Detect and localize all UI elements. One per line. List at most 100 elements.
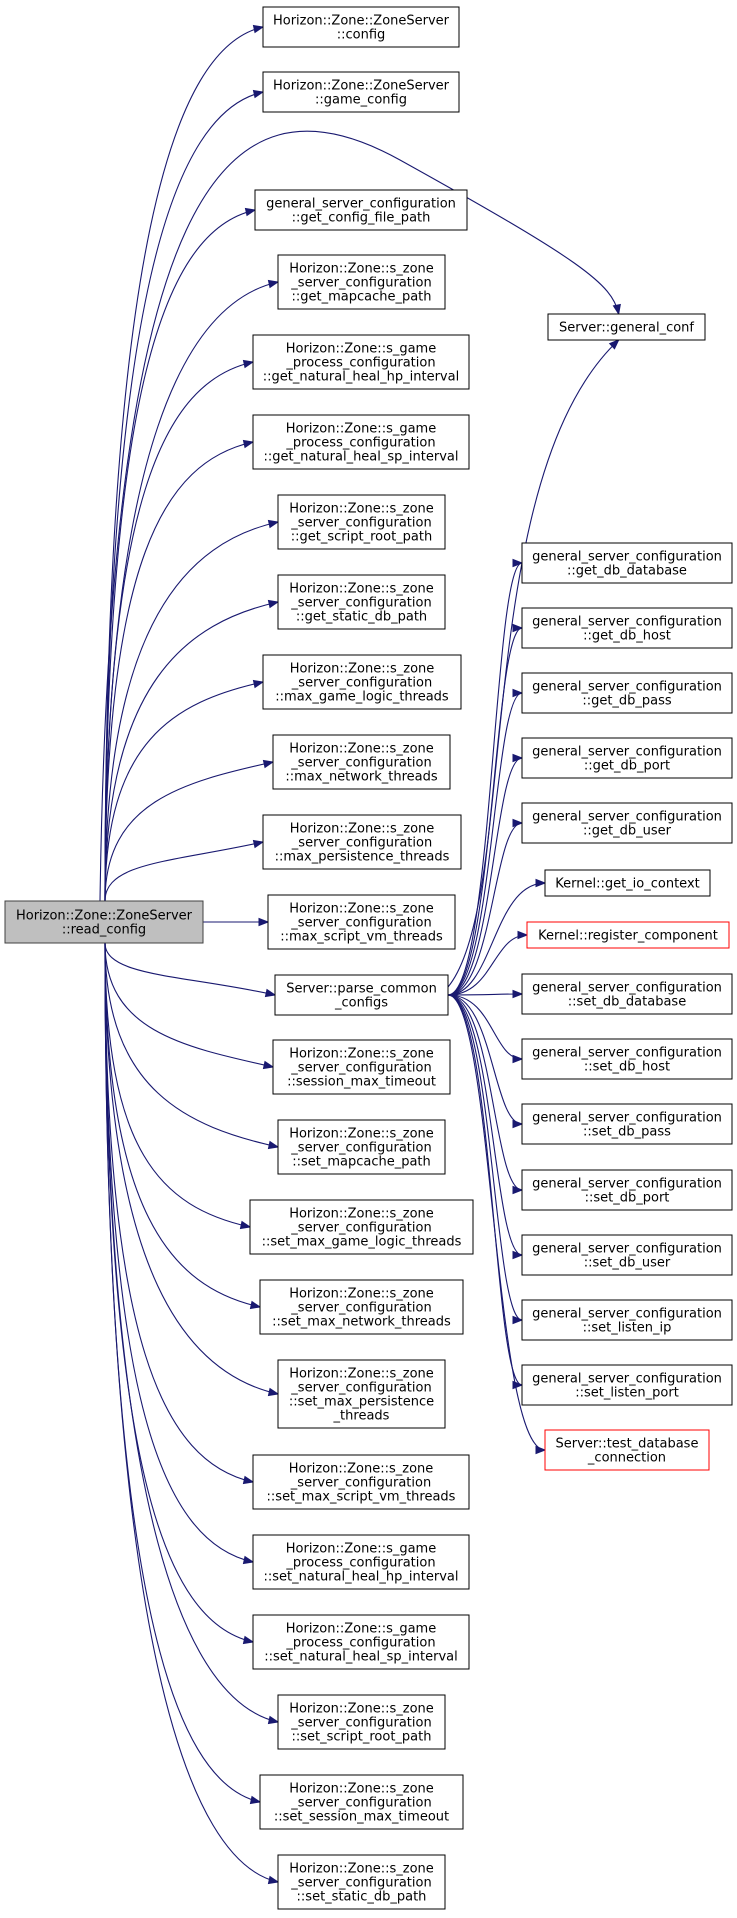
edge-parse-common-to-set-db-user bbox=[447, 994, 524, 1260]
node-set-natural-heal-sp[interactable]: Horizon::Zone::s_game_process_configurat… bbox=[252, 1614, 470, 1670]
edge-arrowhead bbox=[512, 753, 524, 763]
node-box bbox=[252, 1614, 470, 1670]
edge-arrowhead bbox=[242, 439, 255, 449]
node-get-db-port[interactable]: general_server_configuration::get_db_por… bbox=[521, 737, 733, 779]
edge-root-to-set-natural-heal-hp bbox=[104, 942, 255, 1565]
node-max-game-logic[interactable]: Horizon::Zone::s_zone_server_configurati… bbox=[262, 654, 462, 710]
edge-line bbox=[104, 942, 276, 996]
edge-parse-common-to-set-db-pass bbox=[447, 994, 524, 1129]
node-set-db-database[interactable]: general_server_configuration::set_db_dat… bbox=[521, 973, 733, 1015]
edge-arrowhead bbox=[267, 1387, 280, 1397]
node-label-line: _process_configuration bbox=[285, 1556, 435, 1571]
edge-line bbox=[104, 521, 279, 902]
node-label-line: ::set_natural_heal_hp_interval bbox=[264, 1570, 459, 1585]
node-set-db-user[interactable]: general_server_configuration::set_db_use… bbox=[521, 1234, 733, 1276]
node-set-mapcache-path[interactable]: Horizon::Zone::s_zone_server_configurati… bbox=[277, 1119, 446, 1175]
node-label-line: Kernel::register_component bbox=[538, 929, 718, 944]
node-label-line: ::max_persistence_threads bbox=[275, 850, 450, 865]
node-label-line: ::set_db_port bbox=[585, 1191, 670, 1206]
node-label-line: general_server_configuration bbox=[532, 745, 722, 760]
edge-parse-common-to-get-db-pass bbox=[447, 688, 524, 996]
edge-line bbox=[104, 942, 254, 1643]
edge-arrowhead bbox=[267, 1140, 280, 1150]
edge-line bbox=[104, 942, 261, 1308]
node-label-line: general_server_configuration bbox=[532, 1177, 722, 1192]
root-node[interactable]: Horizon::Zone::ZoneServer::read_config bbox=[4, 900, 204, 944]
node-get-static-db-path[interactable]: Horizon::Zone::s_zone_server_configurati… bbox=[277, 574, 446, 630]
node-general-conf[interactable]: Server::general_conf bbox=[547, 313, 706, 341]
node-label-line: Horizon::Zone::s_zone bbox=[289, 902, 434, 917]
node-label-line: Server::general_conf bbox=[559, 321, 694, 336]
edge-parse-common-to-set-db-database bbox=[447, 989, 524, 999]
node-get-natural-heal-hp[interactable]: Horizon::Zone::s_game_process_configurat… bbox=[252, 334, 470, 390]
edge-arrowhead bbox=[258, 917, 270, 927]
node-config[interactable]: Horizon::Zone::ZoneServer::config bbox=[262, 6, 460, 48]
node-parse-common[interactable]: Server::parse_common_configs bbox=[274, 974, 449, 1016]
node-set-max-script-vm[interactable]: Horizon::Zone::s_zone_server_configurati… bbox=[252, 1454, 470, 1510]
node-set-session-max-timeout[interactable]: Horizon::Zone::s_zone_server_configurati… bbox=[259, 1774, 464, 1830]
node-label-line: _process_configuration bbox=[285, 436, 435, 451]
edge-arrowhead bbox=[252, 839, 265, 849]
node-label-line: _server_configuration bbox=[290, 1876, 431, 1891]
node-label-line: Server::test_database bbox=[556, 1437, 699, 1452]
node-get-io-context[interactable]: Kernel::get_io_context bbox=[544, 869, 711, 897]
node-set-max-game-logic[interactable]: Horizon::Zone::s_zone_server_configurati… bbox=[249, 1199, 474, 1255]
node-get-script-root-path[interactable]: Horizon::Zone::s_zone_server_configurati… bbox=[277, 494, 446, 550]
node-label-line: Horizon::Zone::ZoneServer bbox=[273, 79, 450, 94]
node-label-line: Horizon::Zone::s_zone bbox=[289, 1462, 434, 1477]
edge-arrowhead bbox=[512, 1185, 524, 1195]
node-set-script-root-path[interactable]: Horizon::Zone::s_zone_server_configurati… bbox=[277, 1694, 446, 1750]
node-label-line: general_server_configuration bbox=[532, 981, 722, 996]
node-label-line: Horizon::Zone::s_game bbox=[286, 422, 436, 437]
node-box bbox=[277, 1359, 446, 1429]
edge-arrowhead bbox=[512, 1250, 524, 1260]
node-set-db-port[interactable]: general_server_configuration::set_db_por… bbox=[521, 1169, 733, 1211]
node-set-natural-heal-hp[interactable]: Horizon::Zone::s_game_process_configurat… bbox=[252, 1534, 470, 1590]
node-get-natural-heal-sp[interactable]: Horizon::Zone::s_game_process_configurat… bbox=[252, 414, 470, 470]
node-label-line: _server_configuration bbox=[290, 916, 431, 931]
node-test-database[interactable]: Server::test_database_connection bbox=[544, 1429, 710, 1471]
edge-arrowhead bbox=[244, 207, 257, 217]
node-box bbox=[252, 414, 470, 470]
node-label-line: ::set_listen_port bbox=[575, 1386, 679, 1401]
node-get-db-user[interactable]: general_server_configuration::get_db_use… bbox=[521, 802, 733, 844]
edge-line bbox=[447, 994, 523, 1321]
node-label-line: _server_configuration bbox=[290, 1061, 431, 1076]
node-set-listen-ip[interactable]: general_server_configuration::set_listen… bbox=[521, 1299, 733, 1341]
edge-root-to-max-script-vm bbox=[193, 917, 270, 927]
node-max-persistence[interactable]: Horizon::Zone::s_zone_server_configurati… bbox=[262, 814, 462, 870]
node-box bbox=[521, 542, 733, 584]
node-set-max-network[interactable]: Horizon::Zone::s_zone_server_configurati… bbox=[259, 1279, 464, 1335]
edge-arrowhead bbox=[249, 1795, 262, 1805]
node-get-db-database[interactable]: general_server_configuration::get_db_dat… bbox=[521, 542, 733, 584]
node-label-line: _threads bbox=[333, 1409, 390, 1424]
edge-root-to-get-config-file-path bbox=[104, 207, 257, 902]
node-box bbox=[272, 734, 451, 790]
node-label-line: ::max_game_logic_threads bbox=[275, 690, 449, 705]
node-label-line: general_server_configuration bbox=[532, 1372, 722, 1387]
node-set-max-persistence[interactable]: Horizon::Zone::s_zone_server_configurati… bbox=[277, 1359, 446, 1429]
edge-arrowhead bbox=[267, 1875, 280, 1885]
edge-parse-common-to-register-component bbox=[447, 930, 529, 996]
node-get-db-pass[interactable]: general_server_configuration::get_db_pas… bbox=[521, 672, 733, 714]
edge-line bbox=[447, 757, 523, 996]
node-get-mapcache-path[interactable]: Horizon::Zone::s_zone_server_configurati… bbox=[277, 254, 446, 310]
node-label-line: _server_configuration bbox=[290, 756, 431, 771]
node-register-component[interactable]: Kernel::register_component bbox=[526, 921, 730, 949]
node-box bbox=[521, 1234, 733, 1276]
node-set-db-pass[interactable]: general_server_configuration::set_db_pas… bbox=[521, 1103, 733, 1145]
node-max-network[interactable]: Horizon::Zone::s_zone_server_configurati… bbox=[272, 734, 451, 790]
node-get-config-file-path[interactable]: general_server_configuration::get_config… bbox=[254, 189, 468, 231]
node-max-script-vm[interactable]: Horizon::Zone::s_zone_server_configurati… bbox=[267, 894, 456, 950]
node-get-db-host[interactable]: general_server_configuration::get_db_hos… bbox=[521, 607, 733, 649]
node-session-max-timeout[interactable]: Horizon::Zone::s_zone_server_configurati… bbox=[272, 1039, 451, 1095]
node-label-line: ::read_config bbox=[62, 923, 146, 938]
edge-root-to-get-static-db-path bbox=[104, 599, 280, 902]
node-set-db-host[interactable]: general_server_configuration::set_db_hos… bbox=[521, 1038, 733, 1080]
node-set-static-db-path[interactable]: Horizon::Zone::s_zone_server_configurati… bbox=[277, 1854, 446, 1910]
node-game-config[interactable]: Horizon::Zone::ZoneServer::game_config bbox=[262, 71, 460, 113]
edge-root-to-get-script-root-path bbox=[104, 519, 280, 902]
node-set-listen-port[interactable]: general_server_configuration::set_listen… bbox=[521, 1364, 733, 1406]
edge-root-to-set-max-game-logic bbox=[104, 942, 252, 1230]
